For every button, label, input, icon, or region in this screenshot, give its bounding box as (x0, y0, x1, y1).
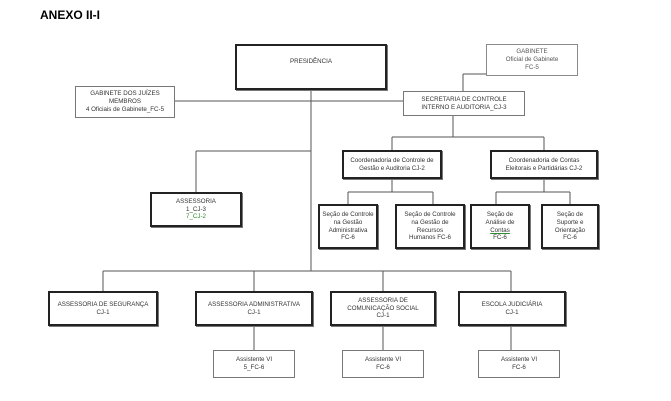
secao-gestao-rh-box: Seção de Controle na Gestão de Recursos … (395, 204, 465, 249)
assistente-1-code: 5_FC-6 (243, 364, 265, 371)
coord-controle-code: Gestão e Auditoria CJ-2 (359, 164, 425, 172)
presidencia-box: PRESIDÊNCIA (235, 44, 387, 90)
secao-gestao-rh-l2: na Gestão de (411, 218, 449, 226)
coord-controle-title: Coordenadoria de Controle de (350, 156, 434, 164)
secao-suporte-l2: Suporte e (556, 218, 584, 226)
assessoria-box: ASSESSORIA 1_CJ-3 7_CJ-2 (150, 192, 242, 227)
gabinete-juizes-sub: MEMBROS (109, 98, 141, 106)
secretaria-code: INTERNO E AUDITORIA_CJ-3 (421, 103, 507, 111)
gabinete-juizes-box: GABINETE DOS JUÍZES MEMBROS 4 Oficiais d… (75, 86, 175, 118)
secao-suporte-l3: Orientação (554, 226, 586, 234)
assistente-2-title: Assistente VI (364, 356, 402, 364)
coord-contas-title: Coordenadoria de Contas (508, 156, 580, 164)
gabinete-box: GABINETE Oficial de Gabinete FC-5 (486, 44, 578, 76)
gabinete-title: GABINETE (516, 48, 548, 56)
secao-analise-code: FC-6 (493, 234, 507, 242)
coord-contas-box: Coordenadoria de Contas Eleitorais e Par… (490, 150, 598, 179)
assessoria-code-1: 1_CJ-3 (186, 205, 206, 213)
ass-comunicacao-box: ASSESSORIA DE COMUNICAÇÃO SOCIAL CJ-1 (330, 291, 436, 326)
secao-suporte-code: FC-6 (563, 234, 577, 242)
gabinete-juizes-code: 4 Oficiais de Gabinete_FC-5 (85, 105, 165, 113)
secretaria-box: SECRETARIA DE CONTROLE INTERNO E AUDITOR… (403, 91, 525, 116)
secao-analise-l1: Seção de (486, 211, 514, 218)
secao-gestao-rh-code: Humanos FC-6 (409, 234, 451, 242)
assistente-1-title: Assistente VI (235, 356, 273, 364)
assistente-3-box: Assistente VI FC-6 (478, 350, 560, 378)
ass-seguranca-box: ASSESSORIA DE SEGURANÇA CJ-1 (48, 291, 158, 326)
secao-gestao-rh-l3: Recursos (416, 226, 444, 234)
page-title: ANEXO II-I (40, 8, 101, 22)
ass-seguranca-title: ASSESSORIA DE SEGURANÇA (57, 300, 149, 308)
gabinete-role: Oficial de Gabinete (505, 56, 559, 64)
escola-box: ESCOLA JUDICIÁRIA CJ-1 (458, 291, 566, 326)
secao-gestao-adm-l2: na Gestão (333, 218, 363, 226)
ass-administrativa-code: CJ-1 (247, 308, 261, 316)
gabinete-code: FC-5 (525, 63, 539, 71)
assistente-3-title: Assistente VI (500, 356, 538, 364)
ass-administrativa-title: ASSESSORIA ADMINISTRATIVA (208, 300, 300, 308)
assistente-2-code: FC-6 (376, 364, 390, 371)
secao-suporte-l1: Seção de (556, 211, 584, 218)
presidencia-label: PRESIDÊNCIA (290, 58, 332, 65)
secao-gestao-adm-l3: Administrativa (328, 226, 368, 234)
ass-administrativa-box: ASSESSORIA ADMINISTRATIVA CJ-1 (195, 291, 313, 326)
secretaria-title: SECRETARIA DE CONTROLE (421, 95, 507, 103)
assessoria-title: ASSESSORIA (176, 197, 216, 205)
secao-gestao-adm-box: Seção de Controle na Gestão Administrati… (318, 204, 378, 249)
assistente-3-code: FC-6 (512, 364, 526, 371)
secao-analise-l2: Análise de (485, 218, 515, 226)
assistente-1-box: Assistente VI 5_FC-6 (213, 350, 295, 378)
secao-gestao-adm-l1: Seção de Controle (322, 211, 374, 218)
secao-analise-l3: Contas (490, 226, 510, 234)
secao-suporte-box: Seção de Suporte e Orientação FC-6 (541, 204, 599, 249)
gabinete-juizes-title: GABINETE DOS JUÍZES (90, 90, 160, 98)
ass-comunicacao-title: ASSESSORIA DE (358, 296, 408, 304)
escola-title: ESCOLA JUDICIÁRIA (481, 300, 543, 308)
coord-controle-box: Coordenadoria de Controle de Gestão e Au… (342, 150, 442, 179)
secao-gestao-rh-l1: Seção de Controle (404, 211, 456, 218)
assistente-2-box: Assistente VI FC-6 (342, 350, 424, 378)
ass-comunicacao-title-2: COMUNICAÇÃO SOCIAL (347, 304, 419, 312)
secao-gestao-adm-code: FC-6 (341, 234, 355, 242)
escola-code: CJ-1 (505, 308, 519, 316)
secao-analise-box: Seção de Análise de Contas FC-6 (470, 204, 530, 249)
assessoria-code-2: 7_CJ-2 (186, 213, 206, 221)
ass-comunicacao-code: CJ-1 (376, 312, 390, 320)
coord-contas-code: Eleitorais e Partidárias CJ-2 (505, 164, 583, 172)
ass-seguranca-code: CJ-1 (96, 308, 110, 316)
